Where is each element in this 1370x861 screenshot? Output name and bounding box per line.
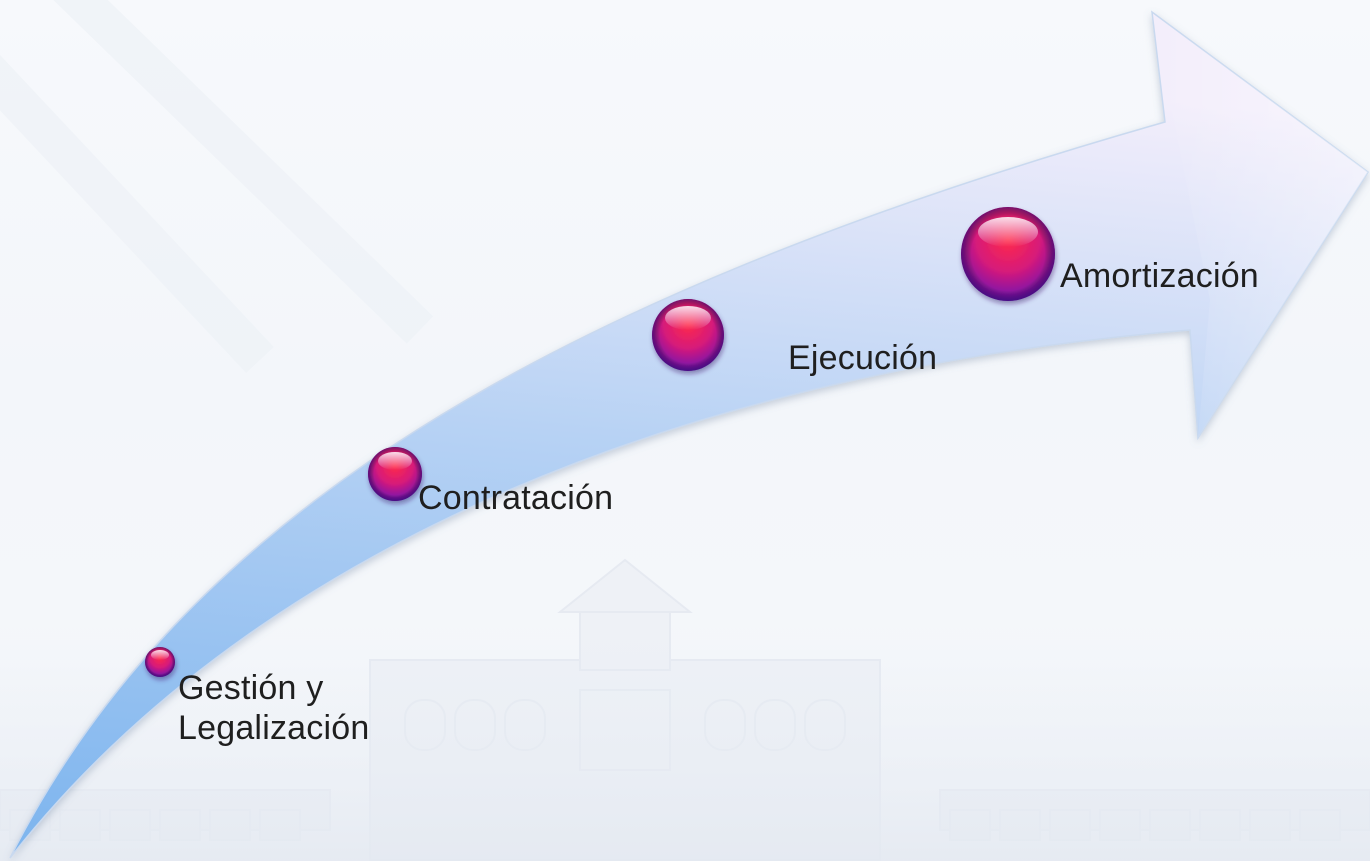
stage-1-sphere (145, 647, 175, 677)
stage-4-sphere (961, 207, 1055, 301)
stage-label-contratacion: Contratación (418, 479, 614, 517)
stage-label-amortizacion: Amortización (1060, 257, 1259, 295)
stage-label-gestion-legalizacion: Gestión y Legalización (178, 669, 370, 747)
stage-3-sphere (652, 299, 724, 371)
stage-label-ejecucion: Ejecución (788, 339, 938, 377)
stage-2-sphere (368, 447, 422, 501)
